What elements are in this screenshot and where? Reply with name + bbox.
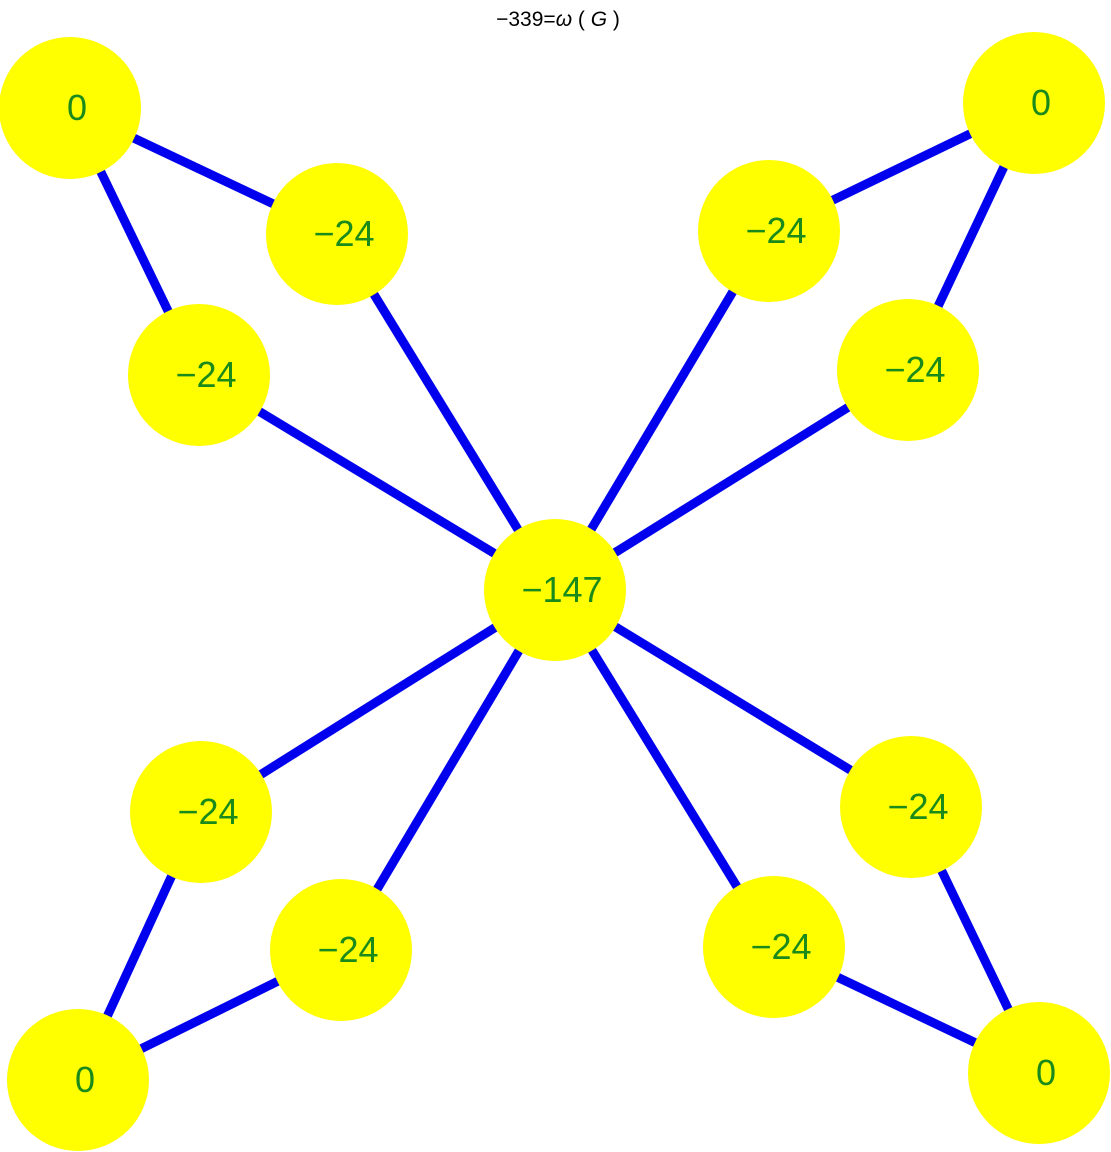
node-label: −24 bbox=[313, 213, 374, 254]
node-circle bbox=[698, 160, 840, 302]
node-circle bbox=[266, 163, 408, 305]
title-g: G bbox=[591, 8, 607, 31]
node-label: −24 bbox=[887, 786, 948, 827]
node-label: −24 bbox=[750, 926, 811, 967]
node-tl-upper: −24 bbox=[266, 163, 408, 305]
node-label: −24 bbox=[317, 929, 378, 970]
node-circle bbox=[837, 299, 979, 441]
node-circle bbox=[128, 304, 270, 446]
node-bl-upper: −24 bbox=[130, 741, 272, 883]
node-br-lower: −24 bbox=[703, 876, 845, 1018]
node-label: −147 bbox=[521, 569, 602, 610]
node-tl-corner: 0 bbox=[0, 37, 141, 179]
node-tr-lower: −24 bbox=[837, 299, 979, 441]
node-center: −147 bbox=[484, 519, 626, 661]
node-label: 0 bbox=[1031, 82, 1051, 123]
node-circle bbox=[270, 879, 412, 1021]
node-circle bbox=[7, 1009, 149, 1151]
node-bl-corner: 0 bbox=[7, 1009, 149, 1151]
node-circle bbox=[968, 1002, 1110, 1144]
node-br-upper: −24 bbox=[840, 736, 982, 878]
node-tr-corner: 0 bbox=[963, 32, 1105, 174]
diagram-title: −339=ω ( G ) bbox=[496, 8, 620, 31]
title-open: ( bbox=[572, 8, 591, 31]
node-circle bbox=[703, 876, 845, 1018]
node-circle bbox=[963, 32, 1105, 174]
title-omega: ω bbox=[556, 8, 572, 31]
node-circle bbox=[840, 736, 982, 878]
node-br-corner: 0 bbox=[968, 1002, 1110, 1144]
node-tr-upper: −24 bbox=[698, 160, 840, 302]
node-label: 0 bbox=[75, 1059, 95, 1100]
node-label: −24 bbox=[177, 791, 238, 832]
node-tl-lower: −24 bbox=[128, 304, 270, 446]
node-label: −24 bbox=[175, 354, 236, 395]
title-prefix: −339= bbox=[496, 8, 556, 31]
node-circle bbox=[130, 741, 272, 883]
node-bl-lower: −24 bbox=[270, 879, 412, 1021]
node-circle bbox=[0, 37, 141, 179]
node-label: 0 bbox=[1036, 1052, 1056, 1093]
node-label: −24 bbox=[745, 210, 806, 251]
node-label: 0 bbox=[67, 87, 87, 128]
node-layer: 0 −24 −24 0 −24 −24 −147 −24 −24 0 −24 −24 0 bbox=[0, 32, 1110, 1151]
title-close: ) bbox=[607, 8, 620, 31]
node-label: −24 bbox=[884, 349, 945, 390]
node-circle bbox=[484, 519, 626, 661]
